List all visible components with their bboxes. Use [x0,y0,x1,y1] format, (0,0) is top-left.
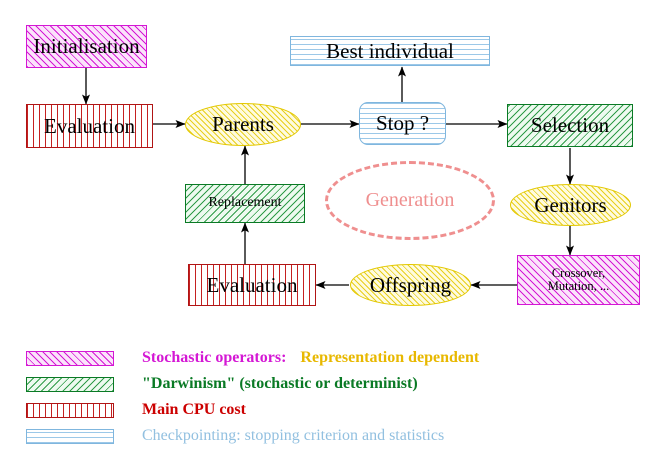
node-best-individual[interactable]: Best individual [290,36,490,66]
node-generation: Generation [325,161,495,240]
node-selection[interactable]: Selection [507,104,633,147]
legend-row: Checkpointing: stopping criterion and st… [26,423,636,449]
legend-row: Main CPU cost [26,397,636,423]
legend-swatch-green [26,376,114,392]
node-genitors[interactable]: Genitors [510,184,631,226]
node-replacement[interactable]: Replacement [185,184,305,223]
node-evaluation-top[interactable]: Evaluation [26,104,153,148]
node-offspring[interactable]: Offspring [350,264,471,306]
legend-label: Checkpointing: stopping criterion and st… [142,427,445,444]
legend-text-secondary: Representation dependent [300,349,480,366]
legend-row: Stochastic operators: Representation depe… [26,345,636,371]
node-stop[interactable]: Stop ? [359,102,446,145]
legend-row: "Darwinism" (stochastic or determinist) [26,371,636,397]
node-evaluation-bottom[interactable]: Evaluation [188,264,316,306]
legend: Stochastic operators: Representation depe… [26,345,636,449]
legend-label: Main CPU cost [142,401,246,418]
legend-text-primary: Stochastic operators: [142,349,287,366]
legend-swatch-blue [26,428,114,444]
node-parents[interactable]: Parents [185,103,301,146]
node-initialisation[interactable]: Initialisation [26,25,147,68]
legend-label: Stochastic operators: Representation depe… [142,349,479,367]
legend-swatch-red [26,402,114,418]
legend-label: "Darwinism" (stochastic or determinist) [142,375,418,392]
node-operators[interactable]: Crossover, Mutation, ... [517,255,640,305]
legend-swatch-magenta [26,350,114,366]
